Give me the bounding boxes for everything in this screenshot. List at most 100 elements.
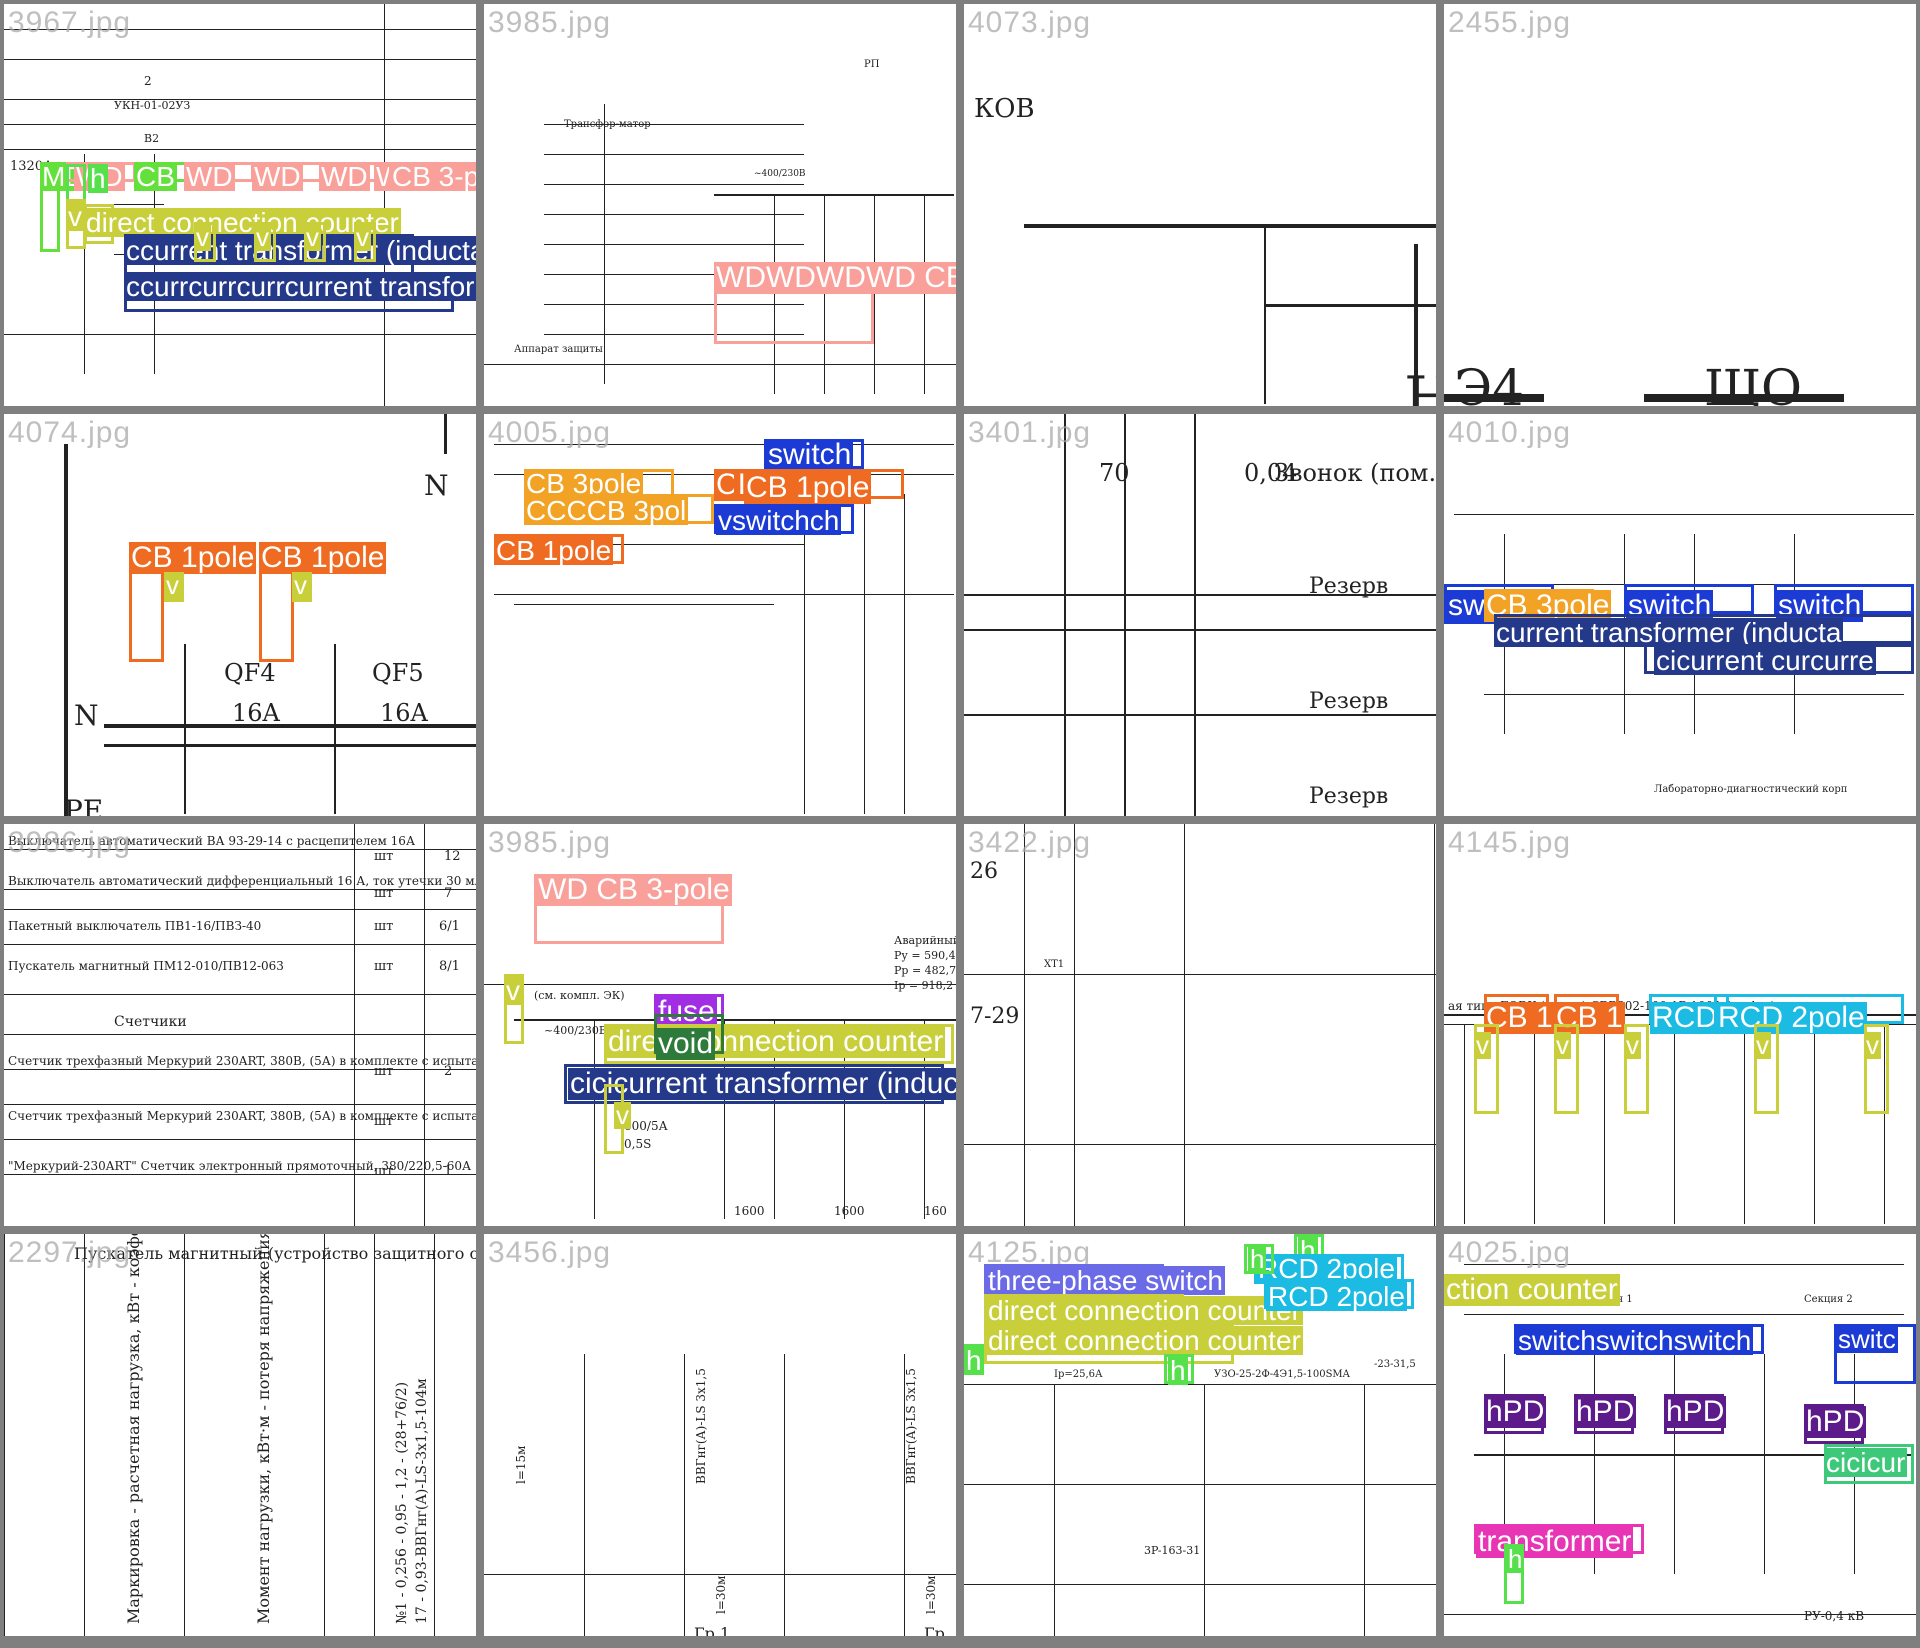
detection-label: h: [1248, 1244, 1267, 1274]
drawing-line: [964, 1584, 1436, 1585]
drawing-text: ~400/230В: [544, 1024, 607, 1037]
drawing-line: [4, 849, 476, 850]
detection-label: ction counter: [1444, 1273, 1620, 1306]
image-tile: Пускатель магнитный (устройство защитног…: [4, 1234, 476, 1636]
drawing-line: [4, 59, 476, 60]
detection-label: CI: [714, 468, 748, 501]
drawing-line: [864, 494, 865, 814]
detection-label: v: [1754, 1030, 1771, 1060]
drawing-line: [904, 494, 905, 814]
drawing-text: 0,04: [1244, 459, 1298, 487]
detection-label: cicicurrent transformer (inductance): [568, 1068, 956, 1100]
drawing-line: [1264, 224, 1266, 404]
drawing-line: [1054, 1384, 1055, 1636]
detection-label: WD: [184, 161, 235, 192]
tile-filename: 4074.jpg: [8, 416, 132, 449]
drawing-text: №1 - 0,256 - 0,95 - 1,2 - (28+76/2): [394, 1381, 410, 1624]
drawing-line: [804, 494, 805, 814]
drawing-text: ВВГнг(А)-LS 3х1,5: [694, 1368, 708, 1484]
drawing-line: [434, 1234, 435, 1636]
drawing-text: Э4: [1454, 359, 1525, 406]
drawing-text: 12: [444, 849, 461, 864]
drawing-text: Счетчик трехфазный Меркурий 230ART, 380В…: [8, 1109, 476, 1123]
drawing-text: Н: [1404, 364, 1436, 406]
detection-label: v: [304, 222, 321, 252]
drawing-line: [544, 124, 804, 125]
detection-label: hPD: [1574, 1395, 1637, 1428]
drawing-text: Резерв: [1309, 689, 1389, 714]
drawing-line: [4, 29, 476, 30]
drawing-text: Трансфор-матор: [564, 119, 651, 130]
drawing-line: [1464, 1264, 1904, 1265]
drawing-line: [1444, 394, 1544, 402]
drawing-line: [544, 334, 804, 335]
drawing-line: [514, 1019, 956, 1021]
drawing-line: [104, 724, 476, 728]
drawing-line: [4, 944, 476, 945]
drawing-text: 2: [144, 74, 152, 88]
drawing-line: [594, 1019, 595, 1219]
drawing-line: [784, 1354, 785, 1636]
drawing-line: [964, 1484, 1436, 1485]
drawing-text: КОВ: [974, 94, 1035, 124]
drawing-text: 17 - 0,93-ВВГнг(А)-LS-3х1,5-104м: [414, 1378, 430, 1624]
detection-label: direct connection counter: [84, 207, 401, 238]
drawing-text: Секция 2: [1804, 1294, 1853, 1305]
drawing-text: ХТ1: [1044, 959, 1065, 970]
tile-filename: 2455.jpg: [1448, 6, 1572, 39]
drawing-line: [1884, 1024, 1885, 1224]
detection-box: [1474, 1024, 1499, 1114]
drawing-line: [84, 1234, 85, 1636]
drawing-line: [1454, 514, 1914, 515]
detection-label: v: [164, 570, 181, 600]
drawing-line: [4, 124, 476, 125]
detection-label: hPD: [1804, 1405, 1867, 1438]
tile-filename: 2297.jpg: [8, 1236, 132, 1269]
drawing-line: [724, 1019, 725, 1219]
drawing-text: 16A: [380, 699, 428, 727]
drawing-line: [514, 604, 774, 605]
drawing-text: Пакетный выключатель ПВ1-16/ПВЗ-40: [8, 919, 262, 933]
drawing-text: шт: [374, 849, 394, 864]
drawing-text: QF4: [224, 659, 276, 687]
detection-label: CB 1pole: [259, 541, 387, 574]
tile-filename: 4005.jpg: [488, 416, 612, 449]
drawing-line: [1644, 394, 1844, 402]
detection-label: v: [254, 222, 271, 252]
drawing-text: 26: [970, 859, 998, 884]
detection-label: v: [504, 975, 522, 1006]
drawing-text: Аппарат защиты: [514, 344, 603, 355]
tile-filename: 3422.jpg: [968, 826, 1092, 859]
drawing-text: l=15м: [514, 1445, 528, 1485]
drawing-line: [4, 1104, 476, 1105]
drawing-text: 1600: [734, 1204, 765, 1218]
drawing-text: шт: [374, 919, 394, 934]
detection-label: WD: [252, 161, 303, 192]
drawing-text: 16A: [232, 699, 280, 727]
drawing-text: Счетчик трехфазный Меркурий 230ART, 380В…: [8, 1054, 476, 1068]
drawing-text: Маркировка - расчетная нагрузка, кВт - к…: [124, 1234, 143, 1624]
drawing-text: Пускатель магнитный ПМ12-010/ПВ12-063: [8, 959, 284, 973]
drawing-line: [184, 1234, 185, 1636]
detection-label: three-phase switch: [986, 1265, 1226, 1296]
detection-label: hPD: [1664, 1395, 1727, 1428]
tile-filename: 3985.jpg: [488, 826, 612, 859]
drawing-line: [1124, 414, 1126, 816]
image-tile: ая типа FORK (вилка) СВВ302-100 1P 100А …: [1444, 824, 1916, 1226]
drawing-line: [1674, 1354, 1675, 1574]
drawing-line: [4, 149, 476, 150]
drawing-line: [1434, 824, 1435, 1226]
tile-filename: 4073.jpg: [968, 6, 1092, 39]
detection-label: ccurrent transformer (inductance): [124, 236, 476, 265]
drawing-line: [774, 194, 775, 394]
drawing-text: 7-29: [970, 1004, 1020, 1029]
detection-label: hPD: [1484, 1395, 1547, 1428]
drawing-line: [544, 184, 804, 185]
detection-label: RCD 2pole: [1256, 1253, 1397, 1284]
detection-label: CB 1pole: [129, 541, 257, 574]
drawing-line: [1604, 1024, 1605, 1224]
drawing-text: шт: [374, 1114, 394, 1129]
